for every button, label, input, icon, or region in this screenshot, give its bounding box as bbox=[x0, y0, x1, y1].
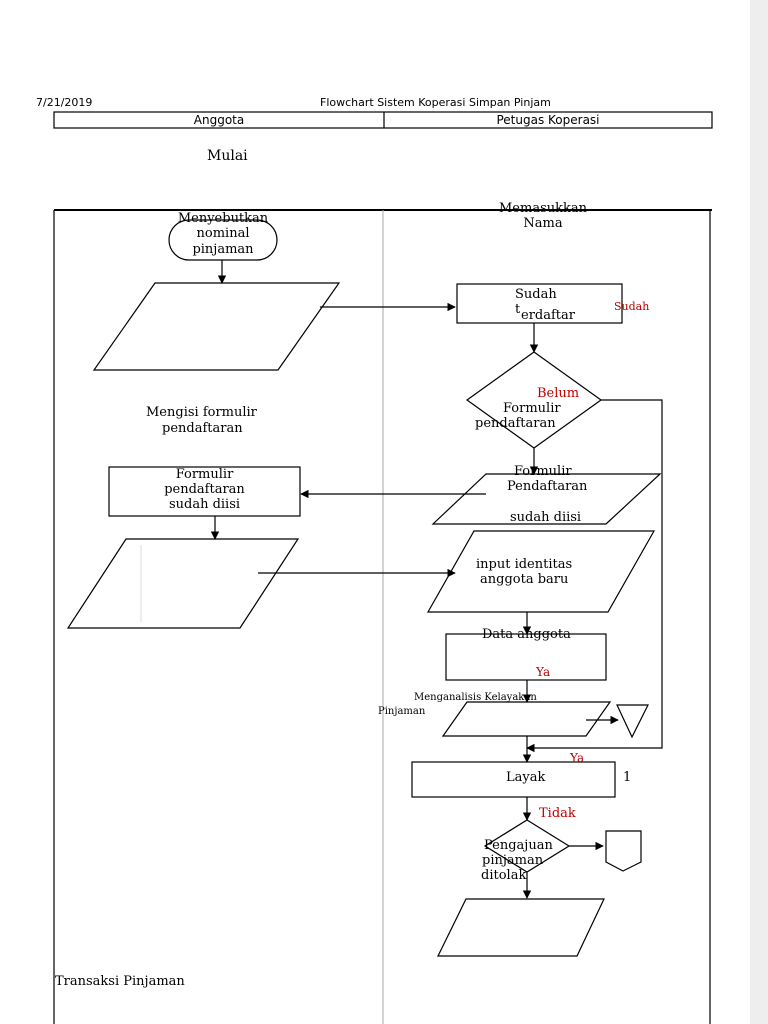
io-formulir-left bbox=[66, 538, 300, 629]
label-formulir-io-1: Formulir bbox=[514, 464, 572, 479]
label-pengajuan-1: Pengajuan bbox=[484, 838, 553, 853]
label-sudah-1: Sudah bbox=[515, 287, 557, 302]
label-menyebutkan-1: Menyebutkan bbox=[177, 211, 269, 226]
io-input-identitas bbox=[426, 530, 656, 613]
header-title: Flowchart Sistem Koperasi Simpan Pinjam bbox=[320, 96, 551, 109]
label-belum: Belum bbox=[537, 386, 580, 401]
io-formulir-right bbox=[431, 473, 662, 525]
page-gutter bbox=[750, 0, 768, 1024]
label-memasukkan-1: Memasukkan bbox=[498, 201, 587, 216]
label-mengisi-1: Mengisi formulir bbox=[146, 405, 257, 420]
label-formulir-dec-2: pendaftaran bbox=[475, 416, 556, 431]
label-ya-1: Ya bbox=[536, 665, 551, 679]
label-memasukkan-2: Nama bbox=[523, 216, 563, 231]
label-ya-2: Ya bbox=[570, 751, 585, 765]
label-mengisi-2: pendaftaran bbox=[162, 421, 243, 436]
decision-formulir-pendaftaran bbox=[465, 351, 603, 449]
label-pengajuan-2: pinjaman bbox=[482, 853, 544, 868]
line-sudah-bypass bbox=[526, 399, 663, 753]
label-tidak: Tidak bbox=[539, 806, 576, 821]
label-input-identitas-2: anggota baru bbox=[480, 572, 569, 587]
lane-header-table bbox=[53, 111, 713, 129]
header-date: 7/21/2019 bbox=[36, 96, 93, 109]
label-pengajuan-3: ditolak bbox=[481, 868, 527, 883]
label-menyebutkan-3: pinjaman bbox=[192, 242, 254, 257]
label-connector-1: 1 bbox=[623, 770, 632, 785]
label-menganalisis-2: Pinjaman bbox=[378, 706, 426, 717]
lane-header-anggota: Anggota bbox=[193, 113, 245, 127]
offpage-connector bbox=[605, 830, 642, 872]
label-formulir-diisi-2: pendaftaran bbox=[164, 482, 245, 497]
label-formulir-io-2: Pendaftaran bbox=[507, 479, 588, 494]
lane-header-petugas: Petugas Koperasi bbox=[496, 113, 600, 127]
label-transaksi: Transaksi Pinjaman bbox=[55, 974, 185, 989]
label-layak: Layak bbox=[506, 770, 546, 785]
io-input-nama bbox=[92, 282, 341, 371]
process-formulir-sudah-diisi bbox=[108, 466, 301, 517]
label-menyebutkan-2: nominal bbox=[196, 226, 250, 241]
process-layak bbox=[411, 761, 616, 798]
label-sudah-side: Sudah bbox=[614, 300, 650, 313]
label-mulai: Mulai bbox=[207, 148, 248, 164]
label-sudah-2: t bbox=[515, 302, 521, 317]
label-formulir-diisi-3: sudah diisi bbox=[168, 497, 241, 512]
io-final bbox=[437, 898, 605, 957]
label-formulir-diisi-1: Formulir bbox=[175, 467, 234, 482]
label-sudah-diisi: sudah diisi bbox=[510, 510, 582, 525]
process-sudah-terdaftar bbox=[456, 283, 623, 324]
label-input-identitas-1: input identitas bbox=[476, 557, 573, 572]
io-menganalisis bbox=[441, 701, 612, 737]
process-data-anggota bbox=[445, 633, 607, 681]
label-formulir-dec-1: Formulir bbox=[503, 401, 561, 416]
offpage-triangle bbox=[616, 704, 649, 739]
label-menganalisis-1: Menganalisis Kelayakan bbox=[414, 692, 537, 703]
terminator-menyebutkan bbox=[168, 219, 278, 261]
label-data-anggota: Data anggota bbox=[482, 627, 571, 642]
label-sudah-3: erdaftar bbox=[521, 308, 575, 323]
